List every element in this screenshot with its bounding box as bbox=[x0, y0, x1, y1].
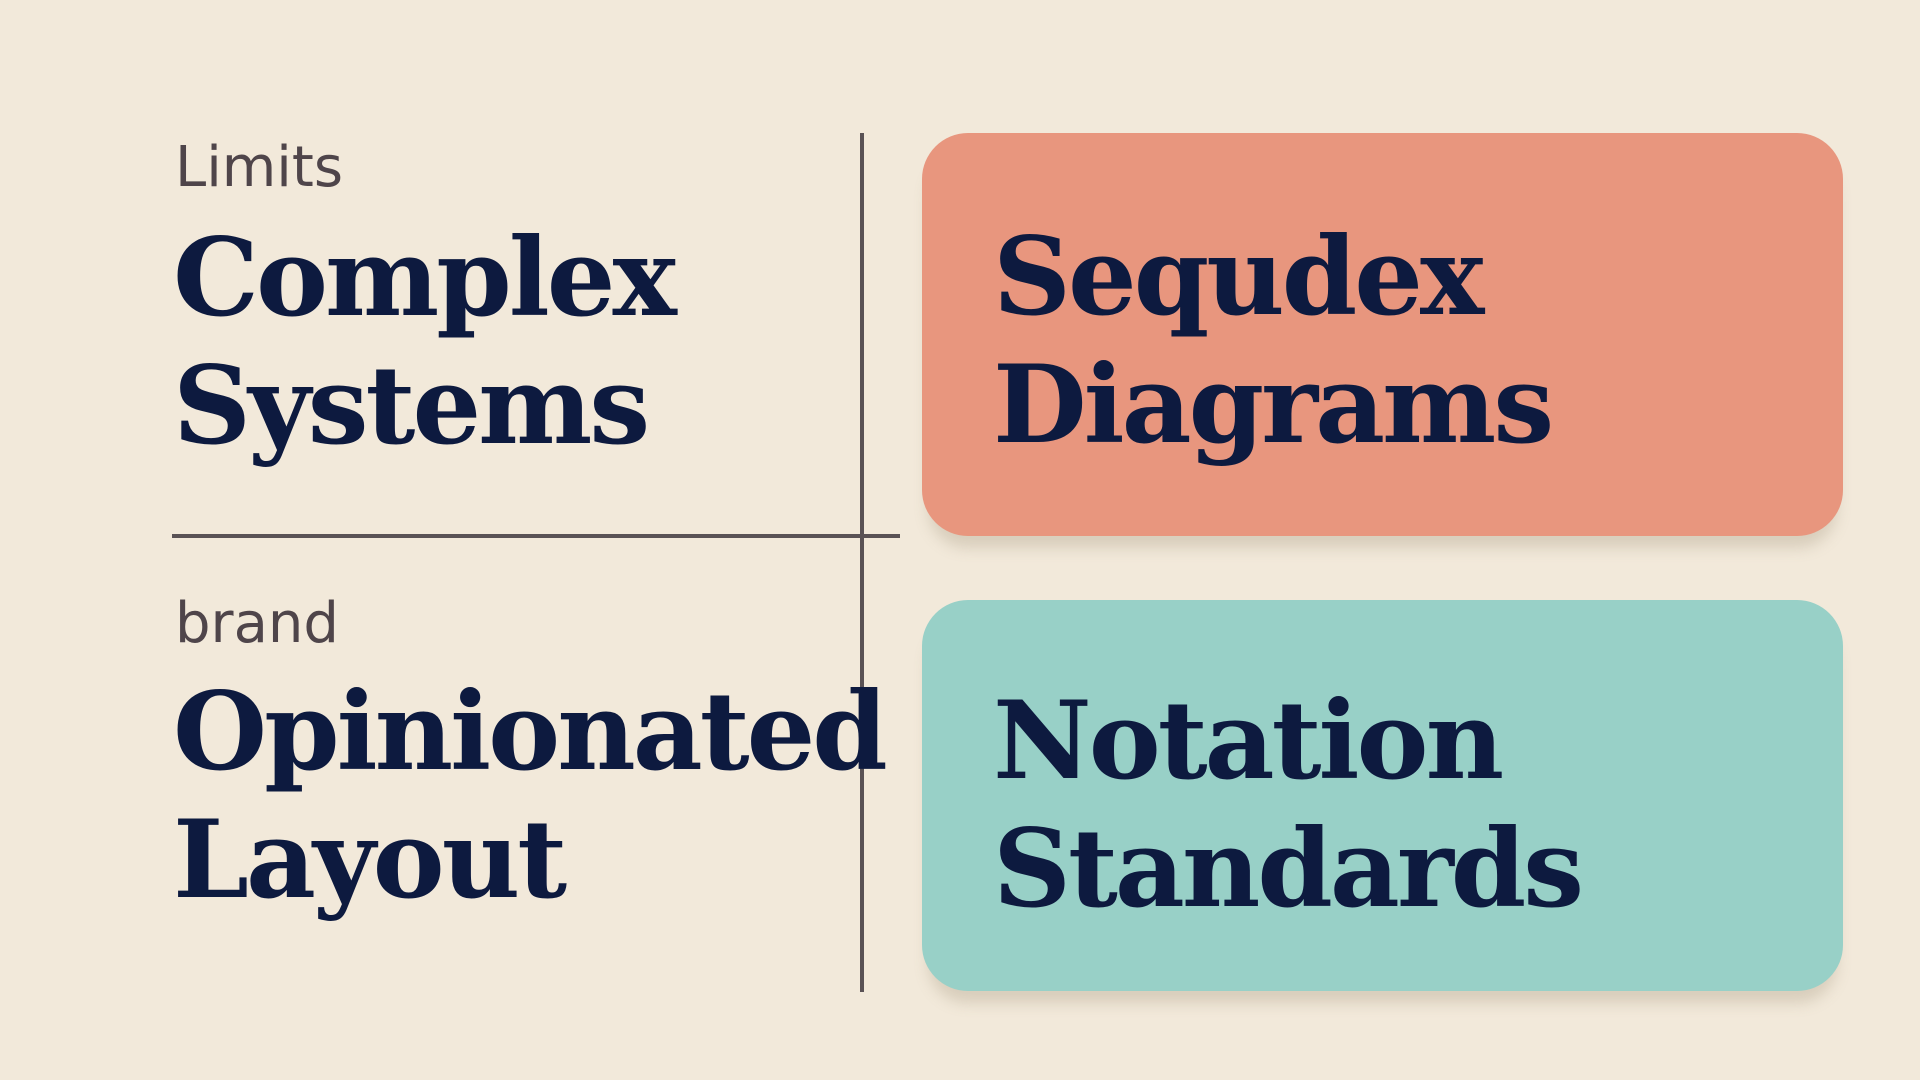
heading-line: Diagrams bbox=[993, 342, 1554, 468]
horizontal-divider bbox=[172, 534, 900, 538]
notation-standards-heading: Notation Standards bbox=[993, 677, 1584, 933]
heading-line: Complex bbox=[173, 215, 677, 341]
heading-line: Opinionated bbox=[173, 669, 888, 795]
heading-line: Notation bbox=[993, 678, 1504, 804]
heading-line: Layout bbox=[173, 797, 567, 923]
heading-line: Sequdex bbox=[993, 214, 1484, 340]
brand-label: brand bbox=[175, 591, 339, 656]
sequdex-diagrams-card: Sequdex Diagrams bbox=[922, 133, 1843, 536]
heading-line: Standards bbox=[993, 806, 1584, 932]
limits-label: Limits bbox=[175, 135, 343, 200]
vertical-divider bbox=[860, 133, 864, 992]
complex-systems-heading: Complex Systems bbox=[173, 214, 677, 470]
sequdex-diagrams-heading: Sequdex Diagrams bbox=[993, 213, 1554, 469]
heading-line: Systems bbox=[173, 343, 650, 469]
opinionated-layout-heading: Opinionated Layout bbox=[173, 668, 888, 924]
notation-standards-card: Notation Standards bbox=[922, 600, 1843, 991]
